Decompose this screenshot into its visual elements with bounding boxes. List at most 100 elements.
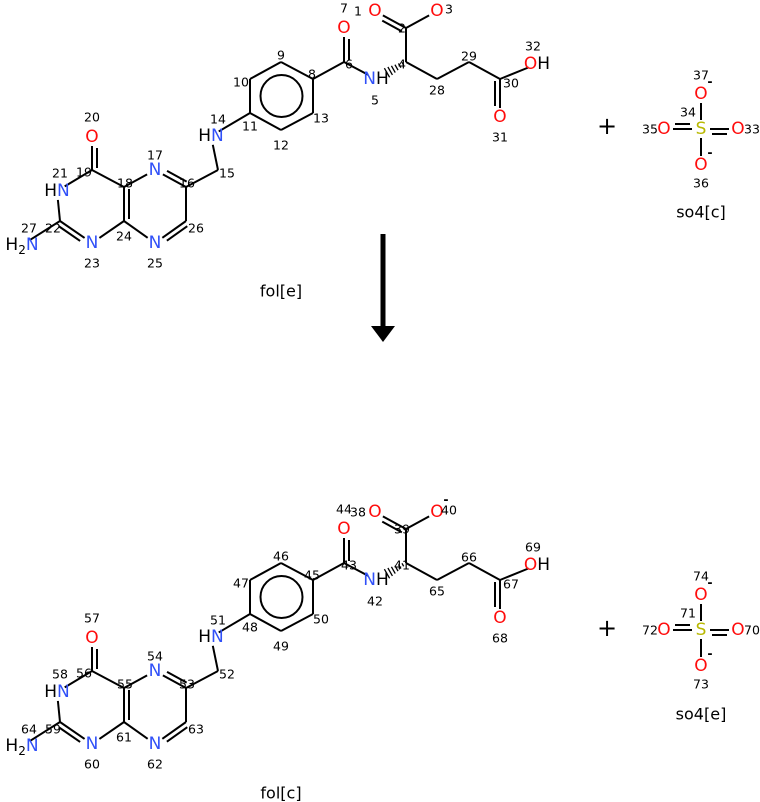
atom-number-42: 42 xyxy=(367,594,383,609)
atom-number-47: 47 xyxy=(233,576,249,591)
bond-59-64 xyxy=(29,721,61,743)
atom-number-22: 22 xyxy=(45,221,61,236)
atom-number-1: 1 xyxy=(354,4,362,19)
atom-symbol-7: O xyxy=(337,18,350,38)
aromatic-ring-circle xyxy=(259,74,304,118)
bond-22-23 xyxy=(59,220,86,239)
atom-symbol-51: HN xyxy=(198,627,224,647)
atom-number-63: 63 xyxy=(188,722,204,737)
charge-36: - xyxy=(707,145,712,160)
atom-number-2: 2 xyxy=(398,21,406,36)
bond-4-5-hashed-wedge xyxy=(383,61,405,78)
plus-sign-top: + xyxy=(597,112,617,140)
atom-number-69: 69 xyxy=(525,540,541,555)
bond-30-32 xyxy=(499,66,530,80)
atom-number-71: 71 xyxy=(680,606,696,621)
bond-22-27 xyxy=(29,220,61,242)
atom-number-56: 56 xyxy=(76,666,92,681)
atom-symbol-34: S xyxy=(696,119,707,139)
atom-symbol-17: N xyxy=(149,160,162,180)
bond-16-17-second-line xyxy=(166,170,188,183)
bond-25-26 xyxy=(161,220,187,239)
atom-symbol-73: O xyxy=(694,656,707,676)
atom-number-51: 51 xyxy=(210,613,226,628)
bond-5-6 xyxy=(343,61,369,76)
bond-1-2-second-line xyxy=(381,19,403,33)
bond-61-62 xyxy=(123,721,149,740)
atom-number-54: 54 xyxy=(147,649,163,664)
atom-number-5: 5 xyxy=(371,93,379,108)
bond-6-8 xyxy=(312,61,345,80)
bond-53-54-second-line xyxy=(166,671,188,684)
atom-number-30: 30 xyxy=(503,76,519,91)
bond-39-40 xyxy=(405,515,430,530)
atom-number-27: 27 xyxy=(21,221,37,236)
bond-4-28 xyxy=(405,61,438,80)
atom-number-40: 40 xyxy=(441,503,457,518)
bond-11-12 xyxy=(249,112,282,131)
charge-3: - xyxy=(443,0,448,6)
bond-12-13 xyxy=(280,112,314,131)
atom-number-34: 34 xyxy=(680,105,696,120)
atom-number-70: 70 xyxy=(744,623,760,638)
bond-52-53 xyxy=(185,670,219,689)
atom-number-67: 67 xyxy=(503,577,519,592)
bond-59-60 xyxy=(59,721,86,740)
atom-number-16: 16 xyxy=(179,176,195,191)
label-fol-e: fol[e] xyxy=(260,282,302,301)
atom-number-11: 11 xyxy=(242,119,258,134)
atom-number-61: 61 xyxy=(116,730,132,745)
molecule-fol-e: O12O-34NH56O78910111213HN141516N171819O2… xyxy=(5,0,550,271)
atom-number-41: 41 xyxy=(394,558,410,573)
atom-symbol-54: N xyxy=(149,661,162,681)
atom-symbol-25: N xyxy=(149,233,162,253)
arrow-head xyxy=(371,326,395,342)
atom-number-10: 10 xyxy=(233,75,249,90)
bond-29-30 xyxy=(468,61,501,80)
atom-number-62: 62 xyxy=(147,757,163,772)
atom-number-39: 39 xyxy=(394,522,410,537)
bond-56-58 xyxy=(64,670,93,689)
atom-number-6: 6 xyxy=(345,57,353,72)
bond-45-46 xyxy=(280,562,314,581)
charge-40: - xyxy=(443,492,448,507)
bond-41-65 xyxy=(405,562,438,581)
label-so4-c: so4[c] xyxy=(676,203,726,222)
charge-37: - xyxy=(707,74,712,89)
atom-number-25: 25 xyxy=(147,256,163,271)
atom-number-48: 48 xyxy=(242,620,258,635)
atom-number-8: 8 xyxy=(308,67,316,82)
atom-number-74: 74 xyxy=(693,569,709,584)
reaction-arrow xyxy=(371,234,395,342)
atom-symbol-40: O xyxy=(430,502,443,522)
bond-60-61 xyxy=(98,721,125,740)
atom-symbol-35: O xyxy=(657,119,670,139)
bond-43-45 xyxy=(312,562,345,581)
atom-number-37: 37 xyxy=(693,68,709,83)
atom-symbol-62: N xyxy=(149,734,162,754)
atom-symbol-70: O xyxy=(731,620,744,640)
label-fol-c: fol[c] xyxy=(260,784,301,802)
plus-sign-bottom: + xyxy=(597,614,617,642)
bond-8-9 xyxy=(280,61,314,80)
bond-24-25 xyxy=(123,220,149,239)
atom-number-23: 23 xyxy=(84,256,100,271)
bond-21-22 xyxy=(56,199,61,222)
atom-symbol-32: OH xyxy=(524,54,550,74)
atom-number-26: 26 xyxy=(188,221,204,236)
atom-number-24: 24 xyxy=(116,229,132,244)
atom-symbol-37: O xyxy=(694,84,707,104)
atom-number-9: 9 xyxy=(277,48,285,63)
bond-62-63 xyxy=(161,721,187,740)
bond-42-43 xyxy=(343,562,369,577)
atom-number-46: 46 xyxy=(273,549,289,564)
atom-number-49: 49 xyxy=(273,639,289,654)
bond-9-10 xyxy=(249,61,282,80)
atom-symbol-74: O xyxy=(694,585,707,605)
atom-number-31: 31 xyxy=(492,130,508,145)
atom-symbol-71: S xyxy=(696,620,707,640)
bond-67-69 xyxy=(499,567,530,581)
bond-22-23-second-line xyxy=(58,225,81,242)
atom-number-73: 73 xyxy=(693,677,709,692)
